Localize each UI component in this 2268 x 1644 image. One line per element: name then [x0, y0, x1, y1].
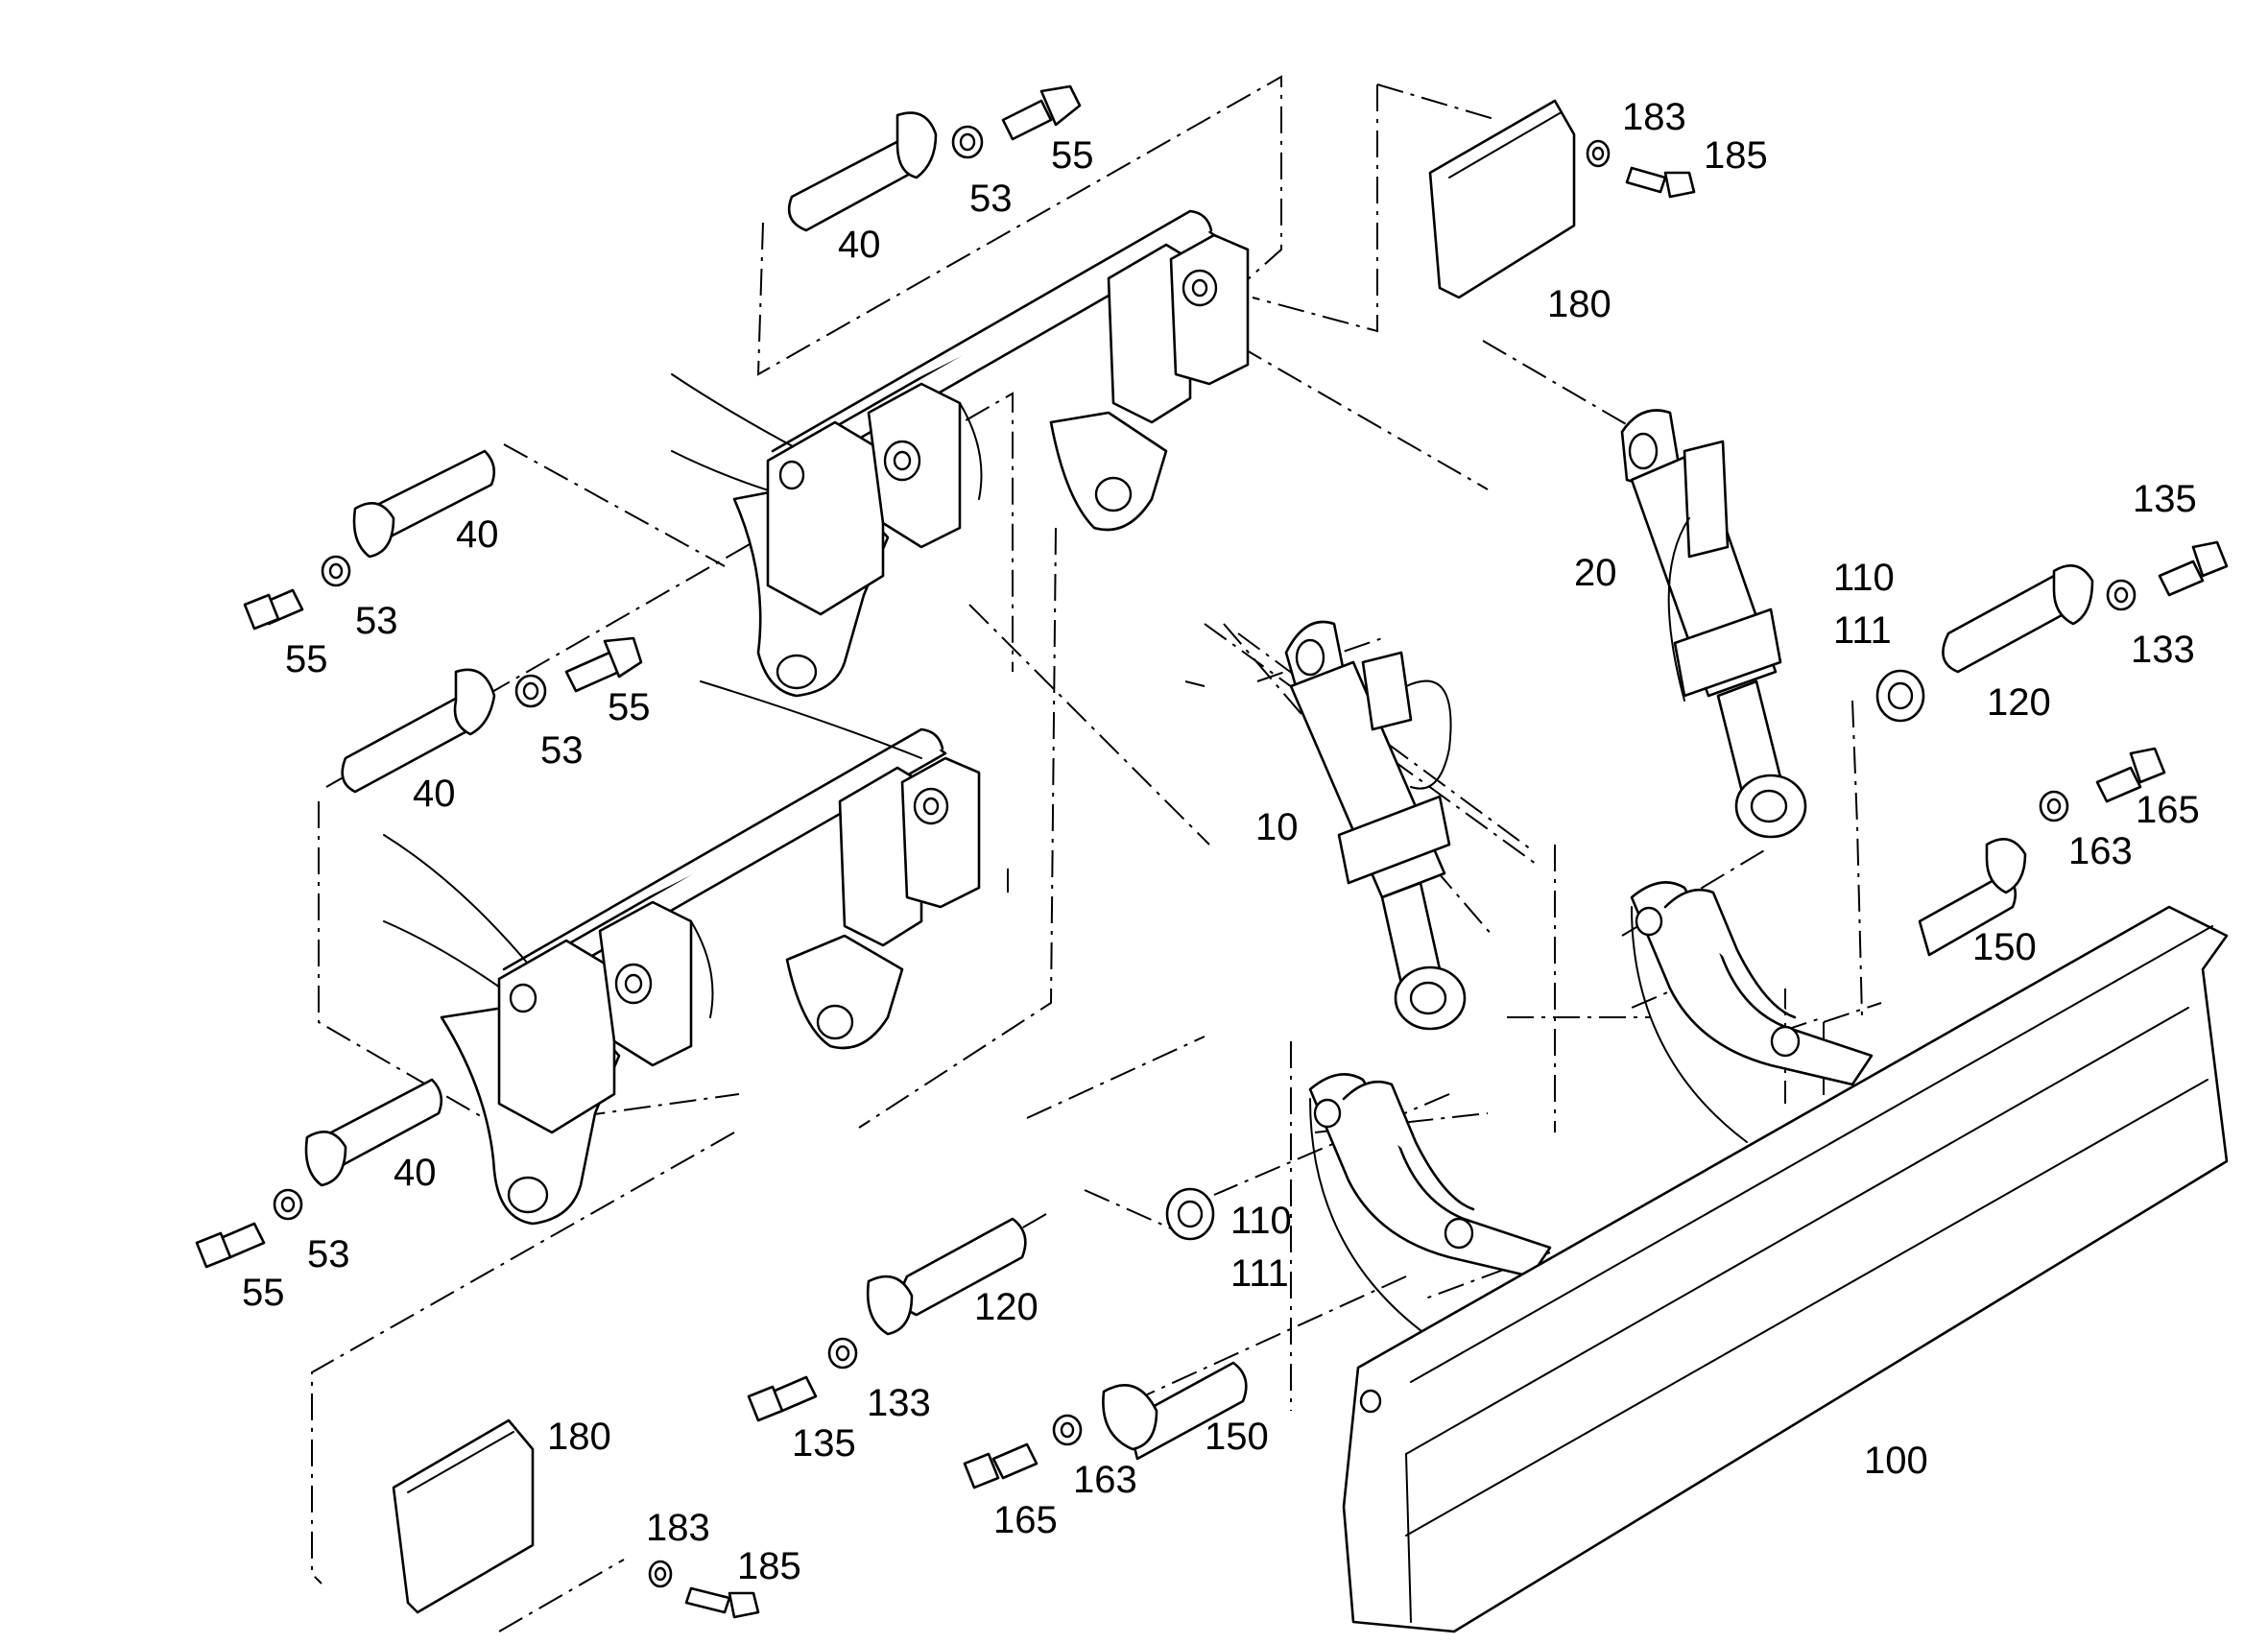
hardware-parts — [195, 84, 2229, 1619]
label-washer-left-upper: 53 — [355, 600, 398, 642]
cover-plate-top — [1428, 99, 1576, 299]
label-bolt-top: 55 — [1051, 134, 1094, 177]
label-washer-left-lower: 53 — [307, 1233, 350, 1275]
label-cover-plate-top: 180 — [1547, 283, 1611, 325]
lower-mounting-frame — [383, 680, 981, 1226]
label-washer-top: 53 — [969, 178, 1013, 220]
label-spacer-left: 110 — [1230, 1200, 1292, 1242]
label-washer-left-middle: 53 — [540, 729, 584, 772]
hydraulic-cylinder-right — [1620, 409, 1807, 839]
label-bolt-left-cylinder: 135 — [792, 1422, 856, 1465]
label-washer-left-arm: 163 — [1073, 1459, 1137, 1501]
label-washer-cover-bottom: 183 — [646, 1507, 710, 1549]
push-arm-right — [1630, 881, 1874, 1143]
label-shim-left: 111 — [1230, 1252, 1289, 1295]
label-bolt-cover-top: 185 — [1704, 134, 1768, 177]
label-pin-left-arm: 150 — [1205, 1416, 1269, 1458]
label-bolt-left-upper: 55 — [285, 638, 328, 680]
label-bolt-left-arm: 165 — [993, 1499, 1058, 1541]
label-washer-right-arm: 163 — [2068, 830, 2133, 872]
label-bolt-right-cylinder: 135 — [2133, 478, 2197, 520]
label-bolt-left-lower: 55 — [242, 1272, 285, 1314]
label-pin-right-arm: 150 — [1972, 926, 2037, 968]
callout-labels: 40 53 55 180 183 185 40 53 55 40 53 55 4… — [242, 96, 2200, 1587]
label-cylinder-left: 10 — [1255, 806, 1299, 848]
push-arm-left — [1308, 1073, 1552, 1335]
label-pin-top: 40 — [838, 224, 881, 266]
label-bolt-right-arm: 165 — [2136, 789, 2200, 831]
hydraulic-cylinder-left — [1284, 620, 1467, 1031]
label-cover-plate-bottom: 180 — [547, 1416, 611, 1458]
label-washer-cover-top: 183 — [1622, 96, 1686, 138]
label-shim-right: 111 — [1833, 609, 1892, 652]
label-bolt-left-middle: 55 — [608, 686, 651, 728]
label-pin-left-cylinder: 120 — [974, 1286, 1039, 1328]
label-pin-left-lower: 40 — [394, 1152, 437, 1194]
label-washer-left-cylinder: 133 — [867, 1382, 931, 1424]
cover-plate-bottom — [392, 1418, 535, 1614]
label-pin-left-upper: 40 — [456, 513, 499, 556]
upper-mounting-frame — [671, 209, 1250, 698]
label-pin-left-middle: 40 — [413, 773, 456, 815]
label-spacer-right: 110 — [1833, 557, 1895, 599]
label-bolt-cover-bottom: 185 — [737, 1545, 801, 1587]
label-cylinder-right: 20 — [1574, 552, 1617, 594]
label-washer-right-cylinder: 133 — [2131, 629, 2195, 671]
label-pin-right-cylinder: 120 — [1987, 681, 2051, 724]
label-dozer-blade: 100 — [1864, 1440, 1928, 1482]
dozer-blade — [1342, 905, 2229, 1633]
